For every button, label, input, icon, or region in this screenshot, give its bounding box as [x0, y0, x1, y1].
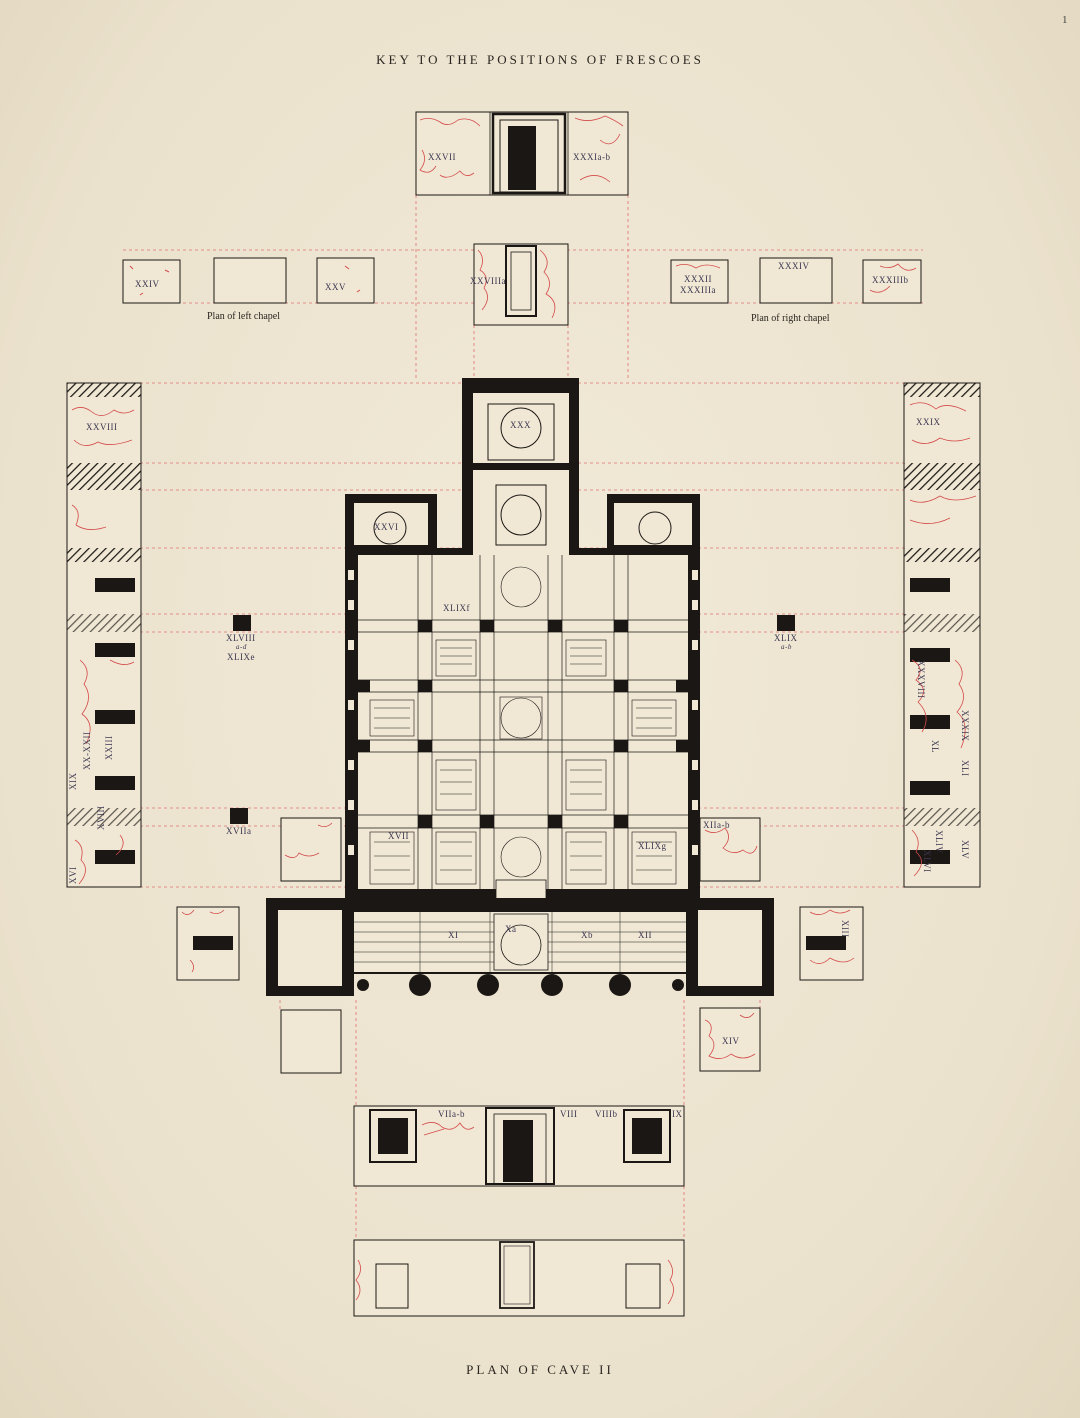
label-ix: IX [672, 1109, 683, 1119]
page-title: KEY TO THE POSITIONS OF FRESCOES [376, 52, 704, 67]
label-viia: VIIa-b [438, 1109, 465, 1119]
label-xxvii: XXVII [428, 152, 456, 162]
label-xviia: XVIIa [226, 826, 252, 836]
label-xb: Xb [581, 930, 593, 940]
label-xiv: XIV [722, 1036, 740, 1046]
label-xxv: XXV [325, 282, 346, 292]
label-xxiv: XXIV [135, 279, 160, 289]
label-xxxi: XXXIa-b [573, 152, 611, 162]
label-xlviii-sub: a-d [236, 643, 247, 651]
label-xxxiv: XXXIV [778, 261, 810, 271]
label-xliv: XLIV [934, 830, 944, 854]
label-xa: Xa [505, 924, 517, 934]
label-xxviii-a: XXVIIIa [470, 276, 506, 286]
label-xli: XLI [960, 760, 970, 777]
label-xx: XX-XXII [82, 731, 92, 771]
label-xvi: XVI [68, 866, 78, 885]
label-xlv: XLV [960, 840, 970, 860]
right-chapel-panels [670, 257, 922, 304]
front-lower-panel [353, 1239, 685, 1317]
marker-squares [230, 615, 795, 824]
left-wall-strip [66, 382, 142, 888]
label-xlviii: XLVIII [226, 633, 256, 643]
label-xlix: XLIX [774, 633, 798, 643]
label-xlix-g: XLIXg [638, 841, 667, 851]
label-xii: XII [638, 930, 652, 940]
portico-side-panels [176, 817, 864, 1074]
label-xiii: XIII [840, 920, 850, 938]
main-hall [345, 378, 700, 907]
label-xxxii: XXXII [684, 274, 712, 284]
left-chapel-panels [122, 257, 375, 304]
label-xl: XL [930, 740, 940, 753]
caption-right-chapel: Plan of right chapel [751, 313, 830, 324]
label-xxviii: XXVIII [86, 422, 118, 432]
plan-title: PLAN OF CAVE II [466, 1362, 614, 1377]
label-xix: XIX [68, 772, 78, 791]
right-wall-strip [903, 382, 981, 888]
page-number: 1 [1062, 14, 1068, 26]
label-xvii: XVII [388, 831, 409, 841]
label-xviii: XVIII [96, 805, 106, 831]
label-viiib: VIIIb [595, 1109, 618, 1119]
label-xxiii: XXIII [104, 735, 114, 761]
back-wall-panel [415, 111, 629, 196]
label-xlix-sub: a-b [781, 643, 792, 651]
label-xlvi: XLVI [922, 850, 932, 873]
label-xxix: XXIX [916, 417, 941, 427]
label-xlix-f: XLIXf [443, 603, 470, 613]
label-xiia: XIIa-b [703, 820, 730, 830]
label-xxxiii: XXXIIIa [680, 285, 716, 295]
label-xi: XI [448, 930, 459, 940]
caption-left-chapel: Plan of left chapel [207, 311, 281, 322]
label-xxx: XXX [510, 420, 531, 430]
label-xxxiii-b: XXXIIIb [872, 275, 909, 285]
portico [266, 898, 774, 1000]
label-xxvi: XXVI [374, 522, 399, 532]
label-xxxviii: XXXVIII [916, 660, 926, 699]
front-wall-panel [353, 1105, 685, 1187]
label-xlix-e: XLIXe [227, 652, 255, 662]
label-viii: VIII [560, 1109, 578, 1119]
center-chapel-panel [473, 243, 569, 326]
label-xxxix: XXXIX [960, 710, 970, 742]
